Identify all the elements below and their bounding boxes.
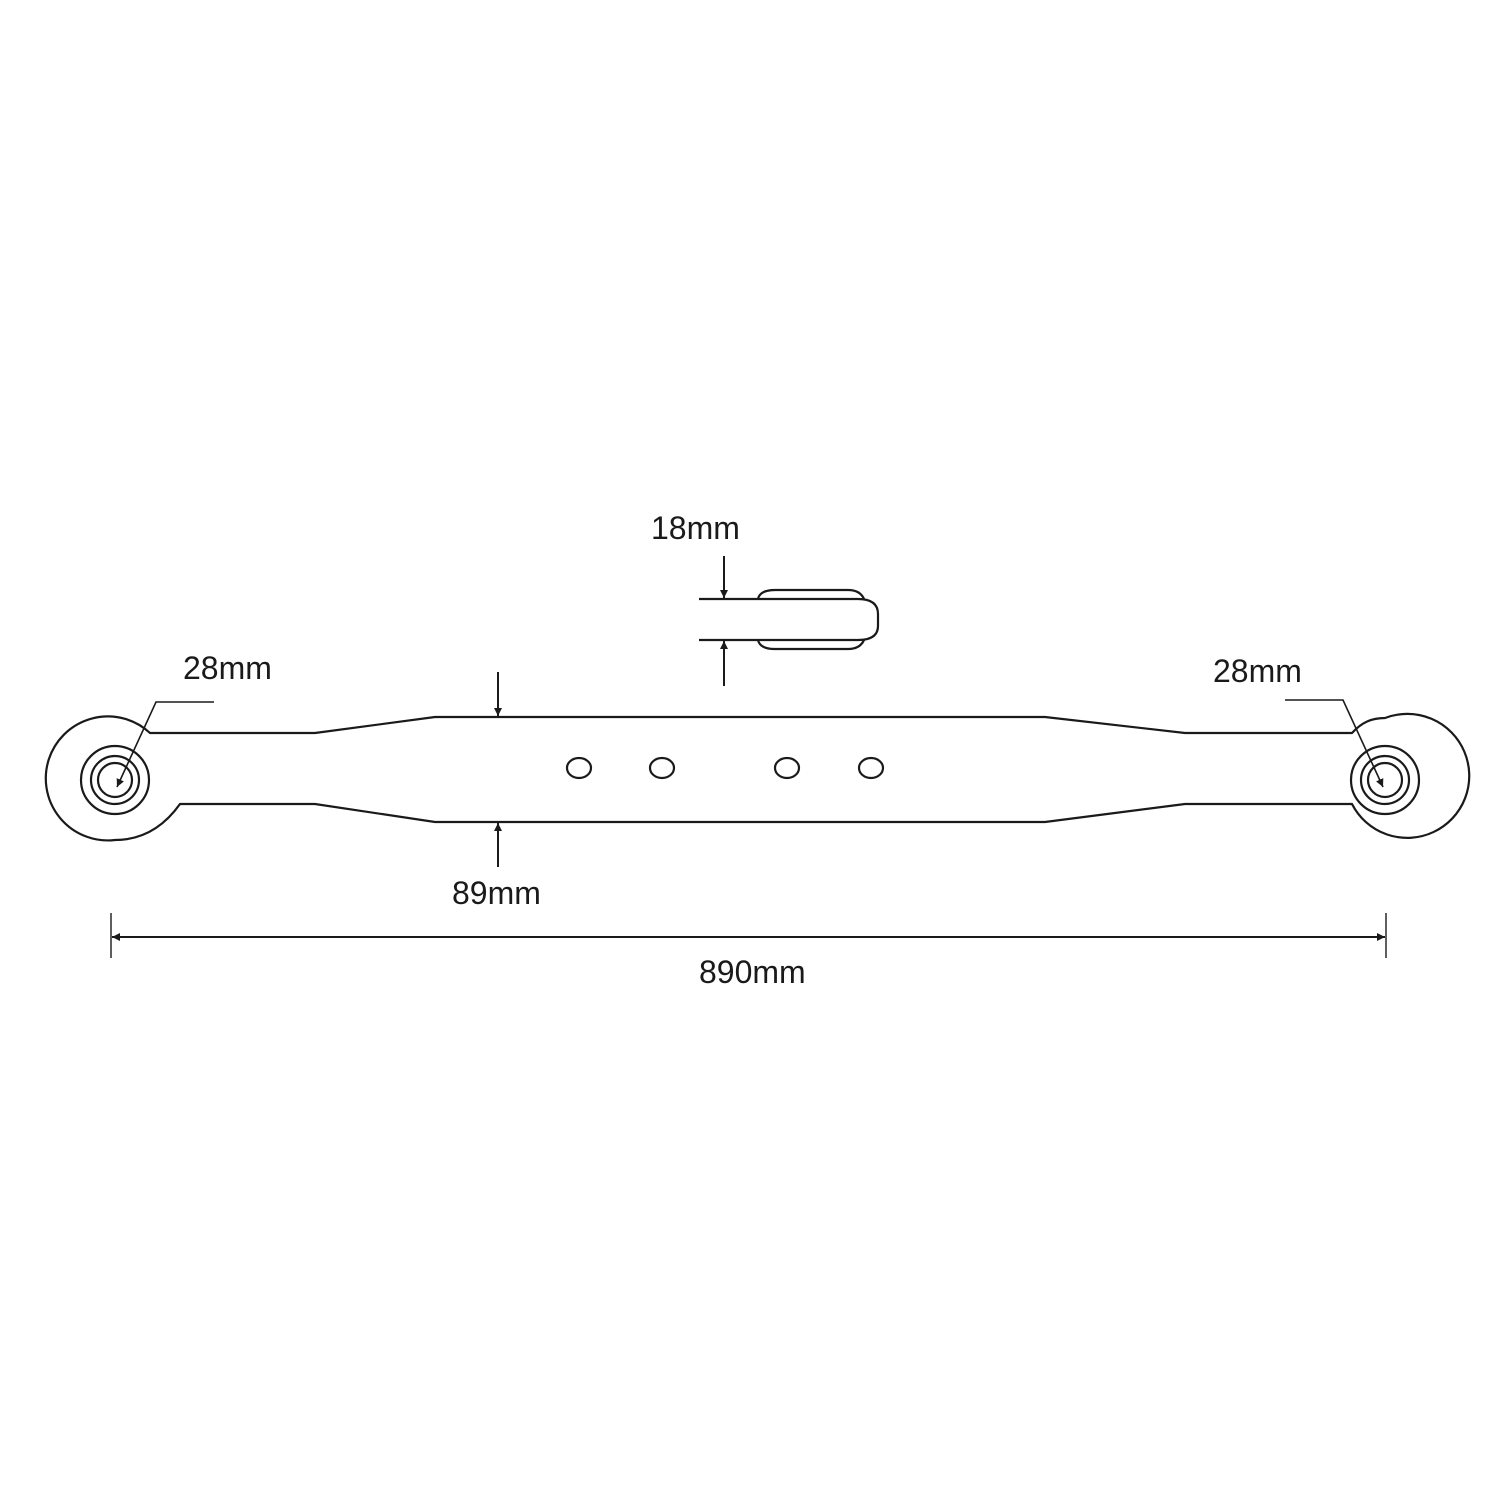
- left-eye-bushing: [79, 744, 151, 816]
- overall-length-label: 890mm: [699, 954, 806, 990]
- hole-2: [648, 756, 676, 780]
- hole-1: [565, 756, 593, 780]
- left-eye-diameter-label: 28mm: [183, 650, 272, 686]
- left-eye-leader: [116, 701, 214, 788]
- bar-width-label: 89mm: [452, 875, 541, 911]
- right-eye-leader: [1285, 699, 1384, 788]
- side-view-thickness: [699, 588, 880, 651]
- adjustment-holes: [565, 756, 885, 780]
- link-body-outline: [44, 712, 1471, 842]
- right-eye-diameter-label: 28mm: [1213, 653, 1302, 689]
- right-eye-bushing: [1349, 744, 1421, 816]
- hole-4: [857, 756, 885, 780]
- hole-3: [773, 756, 801, 780]
- thickness-label: 18mm: [651, 510, 740, 546]
